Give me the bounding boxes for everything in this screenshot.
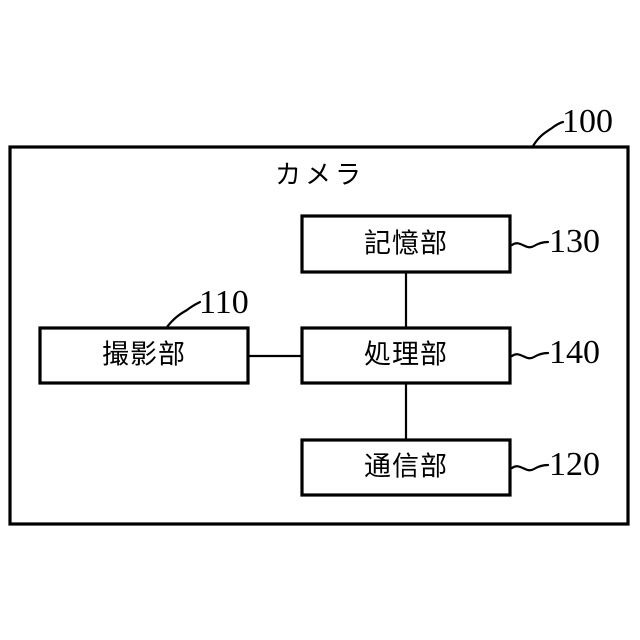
- leader-line-100: [531, 120, 565, 148]
- imaging-unit-label: 撮影部: [102, 340, 186, 371]
- leader-line-110: [165, 300, 202, 329]
- communication-unit-label: 通信部: [364, 452, 448, 483]
- processing-unit-label: 処理部: [364, 340, 448, 371]
- reference-number-140: 140: [549, 334, 600, 371]
- imaging-unit-box[interactable]: [38, 326, 250, 385]
- reference-number-110: 110: [199, 284, 249, 321]
- reference-number-130: 130: [549, 223, 600, 260]
- leader-line-130: [510, 240, 550, 249]
- reference-number-100: 100: [562, 103, 613, 140]
- camera-title: カメラ: [275, 161, 365, 191]
- leader-line-120: [510, 463, 550, 472]
- storage-unit-label: 記憶部: [364, 229, 448, 260]
- reference-number-120: 120: [549, 446, 600, 483]
- leader-line-140: [510, 351, 550, 360]
